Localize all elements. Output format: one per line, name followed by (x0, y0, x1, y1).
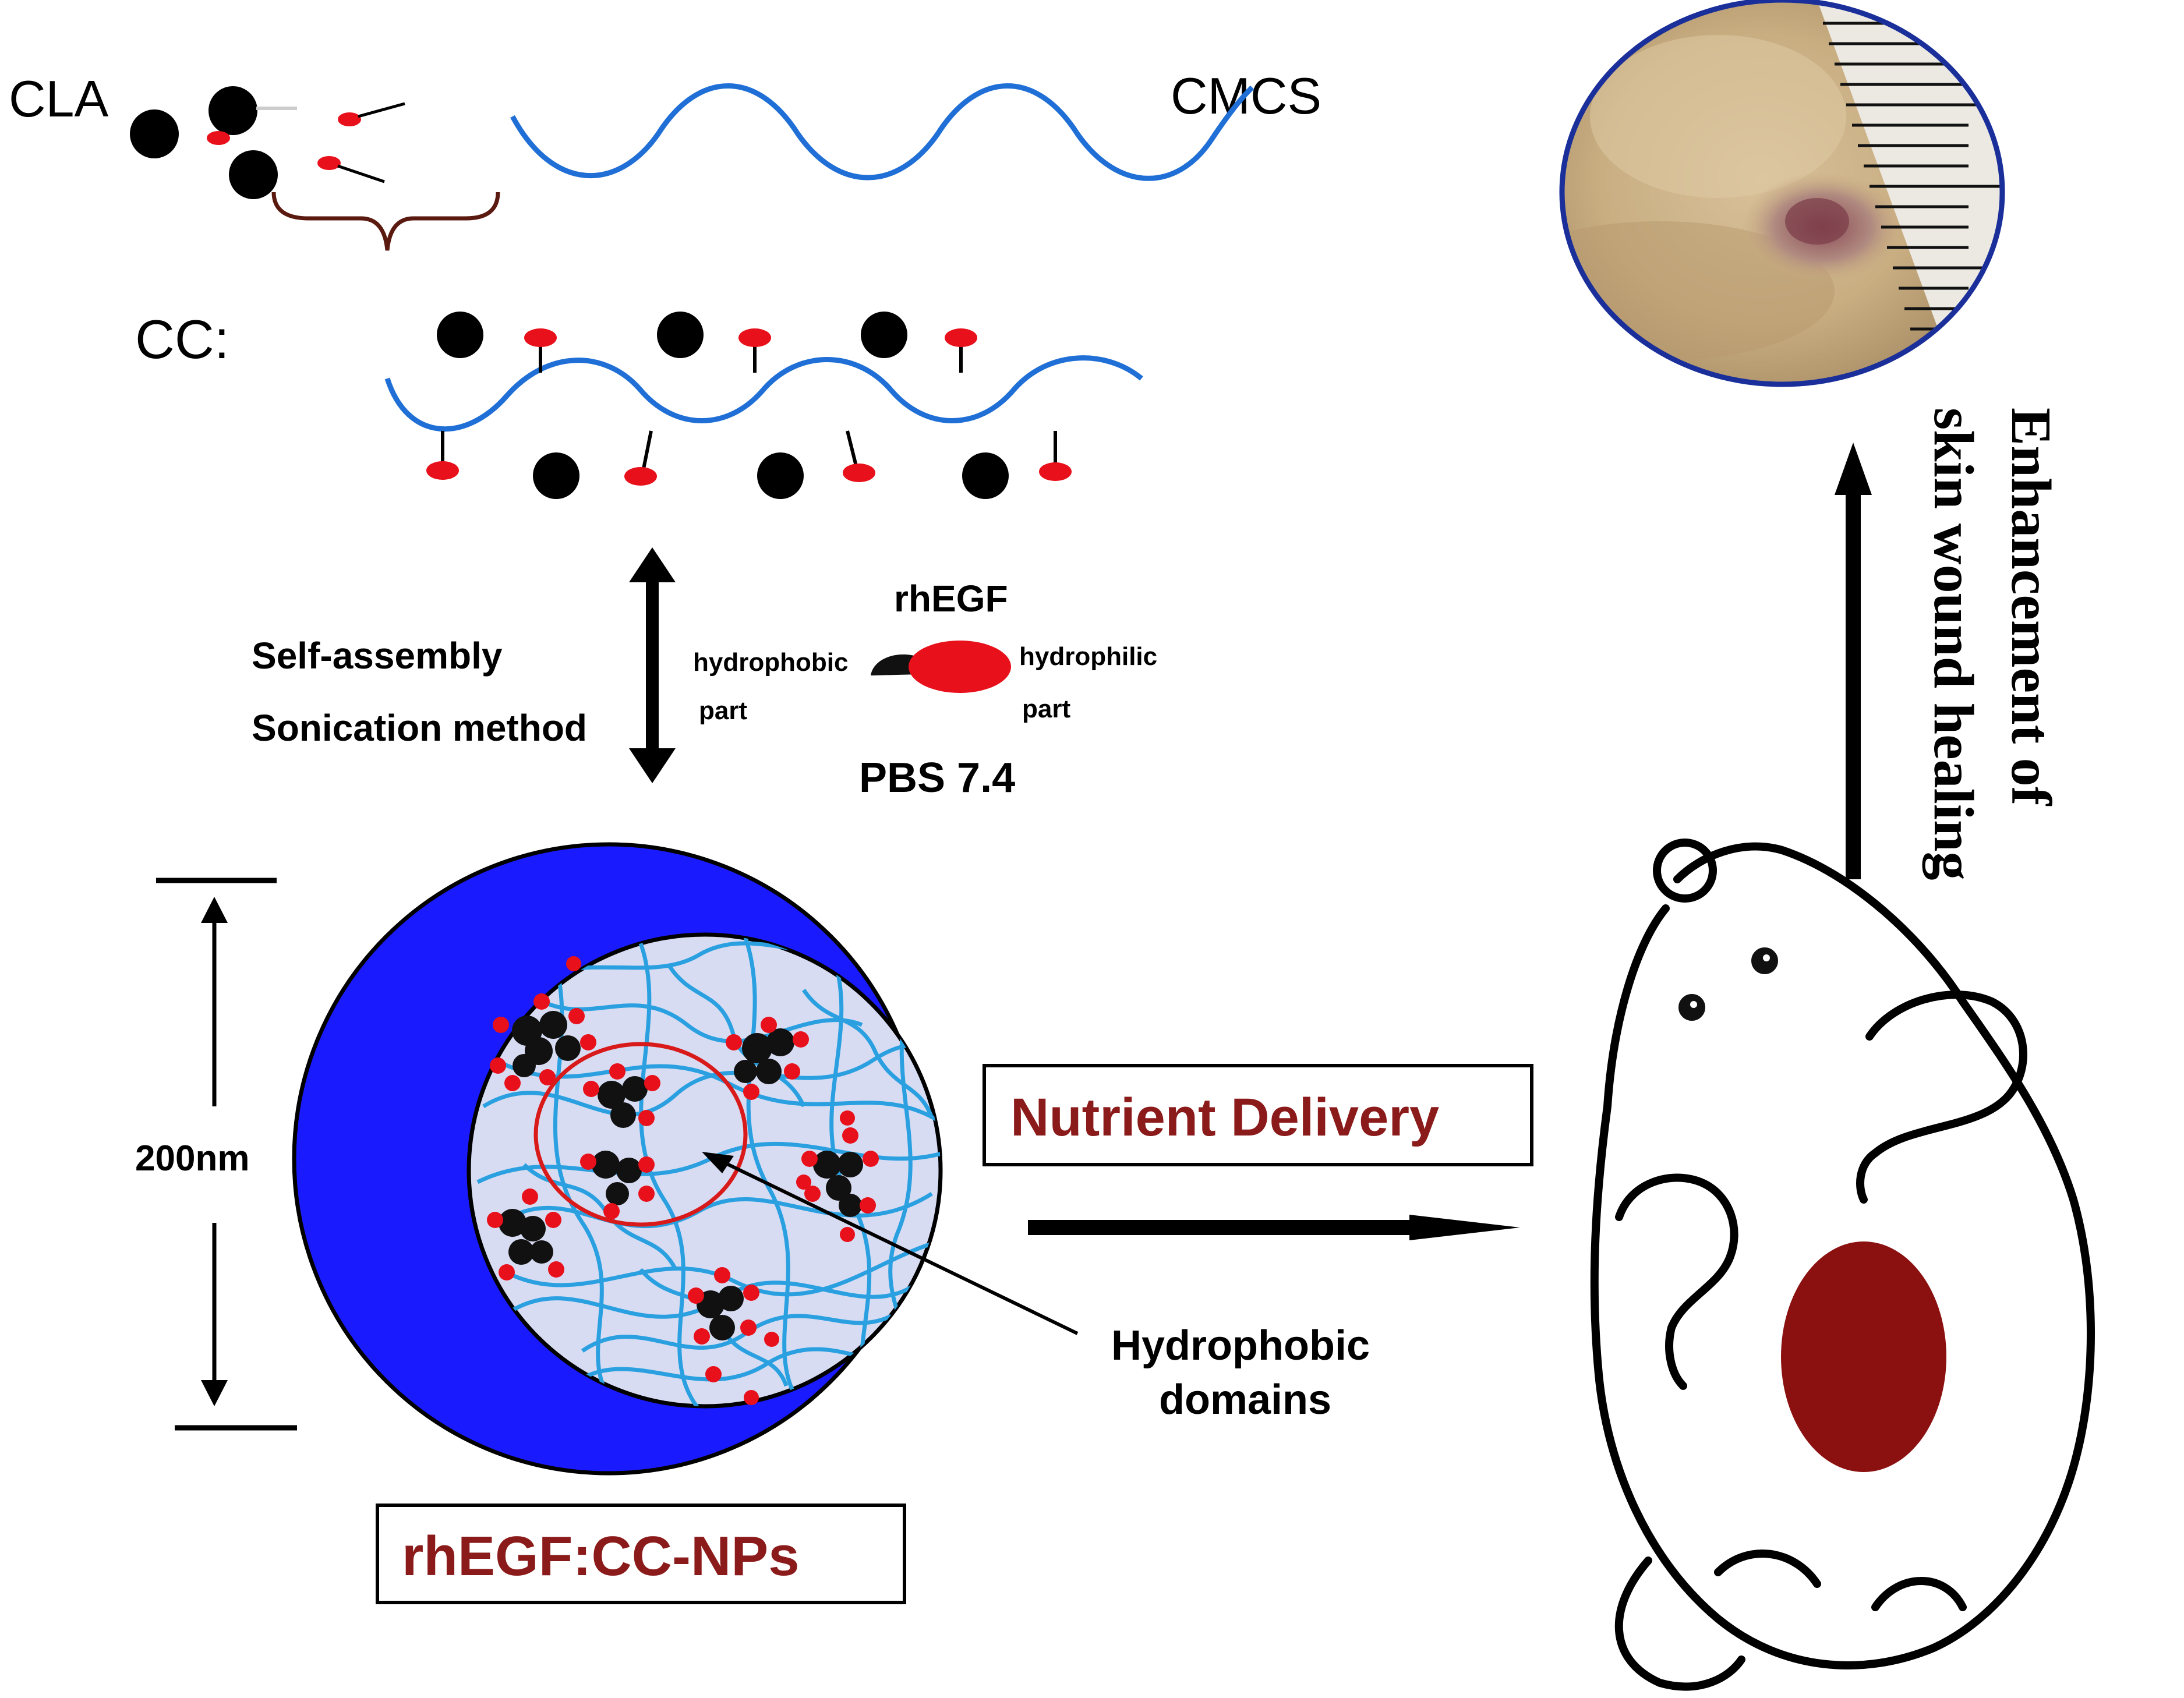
cmcs-chain (510, 83, 1254, 181)
nanoparticle-label-box: rhEGF:CC-NPs (376, 1504, 906, 1604)
hydrophobic-domain-ring (533, 1042, 748, 1227)
cmcs-group: CMCS (510, 67, 1321, 181)
nanoparticle: 200nm (135, 842, 1370, 1476)
domain-cluster (580, 1063, 660, 1219)
assembly-section: Self-assembly Sonication method rhEGF hy… (252, 547, 1157, 801)
cla-dot (757, 452, 804, 499)
upward-arrow (1835, 443, 1872, 879)
cla-label: CLA (9, 70, 108, 128)
domain-cluster (726, 1017, 809, 1100)
pbs-label: PBS 7.4 (859, 755, 1015, 801)
outcome-label-2: skin wound healing (1922, 408, 1985, 880)
red-head (1039, 462, 1072, 481)
outcome-text: Enhancement of skin wound healing (1922, 408, 2062, 880)
red-head (945, 328, 977, 347)
grouping-brace (271, 192, 500, 251)
red-head (524, 328, 557, 347)
hydrophilic-part-label-2: part (1022, 695, 1070, 723)
domain-cluster (487, 1188, 564, 1280)
cla-dot (657, 312, 704, 358)
nutrient-delivery-label: Nutrient Delivery (1010, 1088, 1439, 1147)
cc-chain (384, 355, 1143, 432)
rhegf-label: rhEGF (894, 578, 1008, 620)
domain-cluster (490, 993, 596, 1091)
rhegf-hydrophilic-part (909, 641, 1011, 693)
cla-dot (437, 312, 483, 358)
domain-cluster (801, 1127, 879, 1217)
outcome-label-1: Enhancement of (1999, 408, 2062, 806)
cla-dot (130, 109, 179, 158)
cla-dot (962, 452, 1009, 499)
wound-photo (1559, 0, 2005, 387)
sonication-label: Sonication method (252, 707, 587, 749)
cla-dot (208, 86, 257, 135)
mouse-wound (1781, 1241, 1946, 1472)
nanoparticle-label: rhEGF:CC-NPs (402, 1525, 800, 1587)
cla-red-head (317, 156, 341, 170)
photo-frame (1559, 0, 2005, 387)
size-label: 200nm (135, 1138, 249, 1179)
cla-red-head (338, 112, 361, 126)
cla-dot (229, 150, 278, 199)
hydrophilic-part-label: hydrophilic (1019, 642, 1157, 671)
cc-label: CC: (135, 309, 229, 370)
domain-pointer (715, 1157, 1079, 1335)
cla-dot (861, 312, 907, 358)
cla-dot (533, 452, 579, 499)
self-assembly-label: Self-assembly (252, 635, 503, 677)
hydrophobic-part-label-2: part (699, 696, 747, 725)
red-head (738, 328, 771, 347)
red-head (624, 467, 657, 486)
cla-group: CLA (9, 70, 500, 251)
hydrophobic-part-label: hydrophobic (693, 648, 848, 677)
hydrophobic-domains-label: Hydrophobic (1111, 1322, 1370, 1369)
cc-group: CC: (135, 309, 1143, 499)
domain-cluster (688, 1267, 759, 1382)
red-head (843, 464, 875, 482)
cla-red-head (207, 131, 230, 145)
hydrophobic-domains-label-2: domains (1159, 1377, 1331, 1423)
red-head (426, 461, 459, 480)
nutrient-delivery: Nutrient Delivery (983, 1064, 1533, 1240)
mouse-illustration (1590, 839, 2095, 1691)
